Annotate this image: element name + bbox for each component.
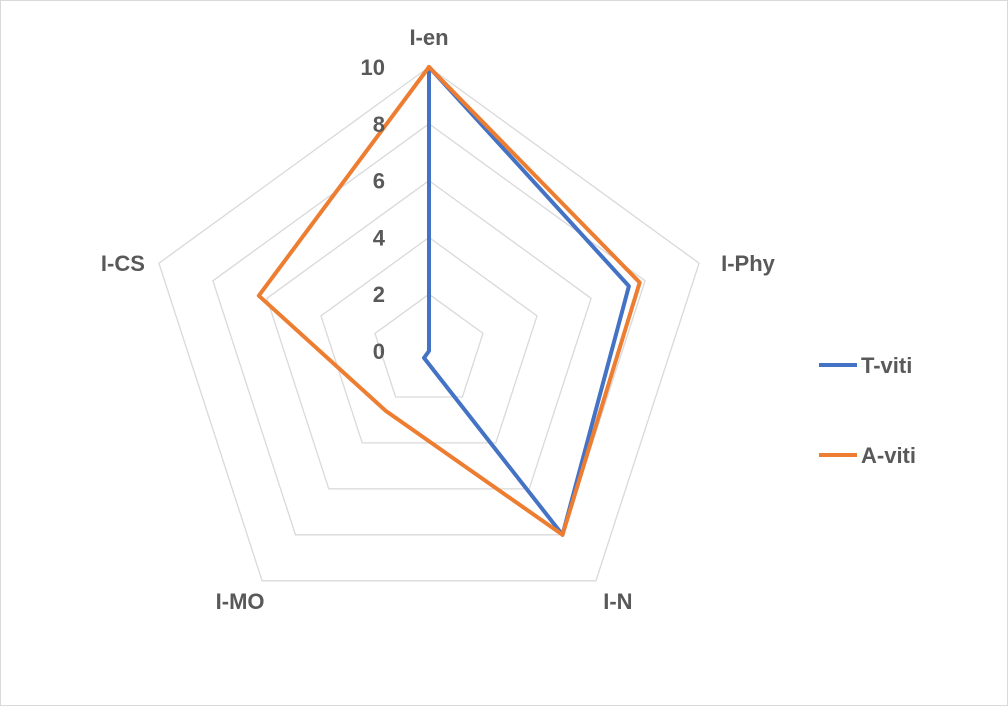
axis-label-I-N: I-N (603, 589, 632, 614)
tick-label: 0 (373, 339, 385, 364)
axis-label-I-MO: I-MO (216, 589, 265, 614)
tick-label: 8 (373, 112, 385, 137)
series-layer (256, 65, 642, 537)
tick-label-layer: 0 2 4 6 8 10 (361, 55, 386, 364)
series-line-A-viti (256, 65, 642, 537)
tick-label: 4 (373, 225, 386, 250)
tick-label: 6 (373, 169, 385, 194)
grid-ring-2 (374, 293, 484, 398)
axis-label-I-CS: I-CS (101, 251, 145, 276)
axis-label-I-Phy: I-Phy (721, 251, 776, 276)
grid-ring-10 (158, 66, 700, 582)
legend-label-T-viti: T-viti (861, 353, 912, 378)
tick-label: 2 (373, 282, 385, 307)
series-line-T-viti (422, 65, 631, 537)
tick-label: 10 (361, 55, 385, 80)
grid-ring-8 (212, 122, 646, 536)
axis-label-I-en: I-en (409, 25, 448, 50)
legend-label-A-viti: A-viti (861, 443, 916, 468)
grid-ring-6 (266, 179, 592, 490)
grid-layer (158, 66, 700, 582)
